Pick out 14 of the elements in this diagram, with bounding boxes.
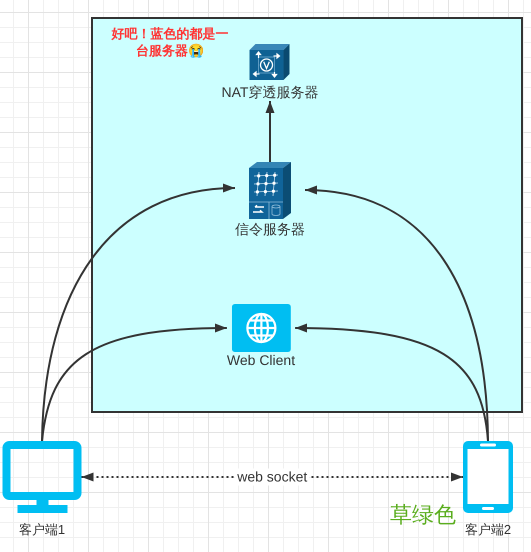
arrow <box>295 324 489 442</box>
edge-label: web socket <box>235 468 310 486</box>
node-label: NAT穿透服务器 <box>222 84 318 101</box>
annotation-text: 草绿色 <box>390 502 456 528</box>
node-label: Web Client <box>226 352 296 369</box>
node-label: 信令服务器 <box>235 221 305 238</box>
device-label: 客户端2 <box>464 521 512 538</box>
arrow <box>41 184 236 442</box>
arrow <box>266 101 274 162</box>
arrow <box>41 324 227 442</box>
container-box <box>91 17 523 413</box>
note-text: 好吧！蓝色的都是一台服务器😭 <box>110 25 230 59</box>
arrow <box>304 186 489 442</box>
device-label: 客户端1 <box>18 521 66 538</box>
